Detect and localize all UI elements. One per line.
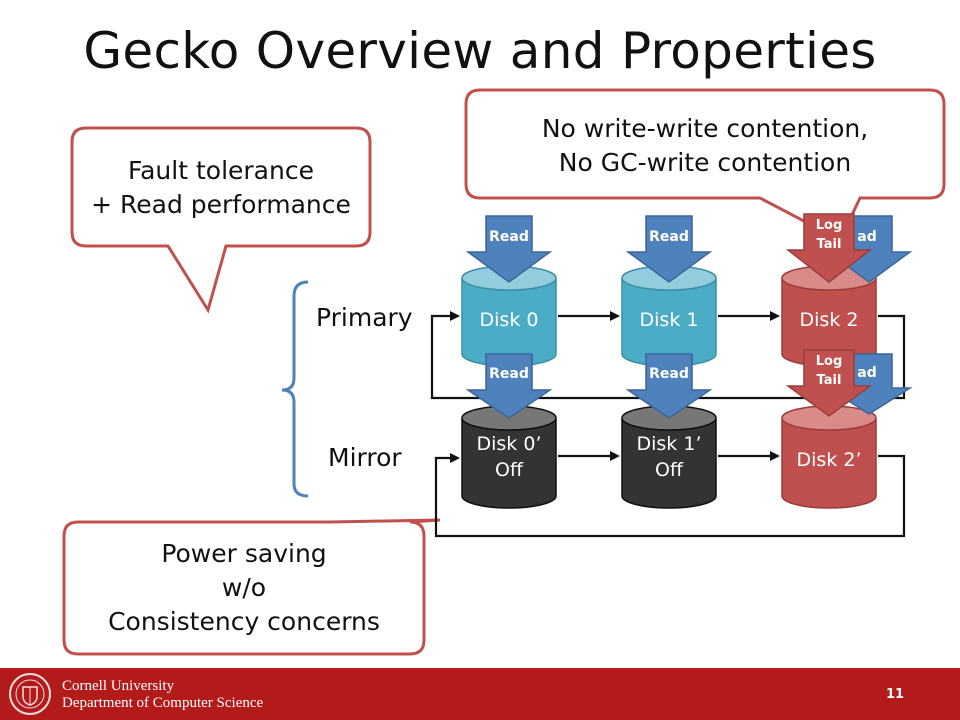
mirror-row-label: Mirror [328, 443, 402, 472]
disk-0-label: Disk 0 [479, 309, 539, 331]
contention-callout-text: No write-write contention, No GC-write c… [466, 112, 944, 180]
primary-row-label: Primary [316, 303, 413, 332]
footer-university: Cornell University [62, 678, 175, 694]
contention-callout-line-1: No write-write contention, [541, 114, 869, 143]
fault-callout-line-1: Fault tolerance [128, 156, 314, 185]
read-arrow-disk-0-mirror [465, 353, 553, 419]
read-label-disk-0: Read [489, 229, 529, 245]
read-label-disk-2-partial: ad [857, 229, 877, 245]
disk-2-label: Disk 2 [799, 309, 859, 331]
fault-callout-line-2: + Read performance [91, 190, 351, 219]
disk-1-mirror-label: Disk 1’ Off [622, 431, 716, 483]
disk-0-mirror-state: Off [494, 459, 524, 481]
power-callout-line-3: Consistency concerns [108, 607, 380, 636]
read-arrow-disk-1-mirror [625, 353, 713, 419]
disk-0-mirror-label: Disk 0’ Off [462, 431, 556, 483]
disk-0-mirror-name: Disk 0’ [476, 433, 542, 455]
footer-department: Department of Computer Science [62, 695, 264, 711]
read-label-disk-0-mirror: Read [489, 366, 529, 382]
footer-bar: Cornell University Department of Compute… [0, 668, 960, 720]
power-callout-bubble [62, 518, 441, 656]
read-label-disk-1-mirror: Read [649, 366, 689, 382]
log-tail-line-2: Tail [816, 237, 842, 252]
fault-callout-text: Fault tolerance + Read performance [72, 154, 370, 222]
row-brace [281, 280, 309, 498]
cornell-seal-icon [9, 673, 51, 715]
contention-callout-line-2: No GC-write contention [558, 148, 852, 177]
log-tail-label-disk-2-mirror: Log Tail [804, 352, 854, 390]
log-tail-line-1: Log [815, 218, 843, 233]
disk-2-mirror-label: Disk 2’ [796, 449, 862, 471]
disk-0 [461, 265, 557, 367]
disk-1 [621, 265, 717, 367]
log-tail-arrow-disk-2 [785, 213, 873, 283]
power-callout-text: Power saving w/o Consistency concerns [64, 537, 424, 639]
read-arrow-disk-0 [465, 215, 553, 283]
disk-2-mirror [781, 405, 877, 509]
read-arrow-disk-1 [625, 215, 713, 283]
power-callout-line-1: Power saving [161, 539, 327, 568]
power-callout-line-2: w/o [221, 573, 267, 602]
log-tail-arrow-disk-2-mirror [785, 349, 873, 417]
log-tail-mirror-line-1: Log [815, 354, 843, 369]
read-label-disk-1: Read [649, 229, 689, 245]
slide-title: Gecko Overview and Properties [83, 22, 877, 80]
disk-1-mirror-state: Off [654, 459, 684, 481]
mirror-connectors [434, 454, 906, 538]
fault-callout-bubble [70, 126, 372, 314]
disk-1-mirror [621, 405, 717, 509]
log-tail-label-disk-2: Log Tail [804, 216, 854, 254]
disk-1-mirror-name: Disk 1’ [636, 433, 702, 455]
read-label-disk-2-mirror-partial: ad [857, 365, 877, 381]
disk-1-label: Disk 1 [639, 309, 699, 331]
log-tail-mirror-line-2: Tail [816, 373, 842, 388]
slide-number: 11 [886, 687, 905, 702]
